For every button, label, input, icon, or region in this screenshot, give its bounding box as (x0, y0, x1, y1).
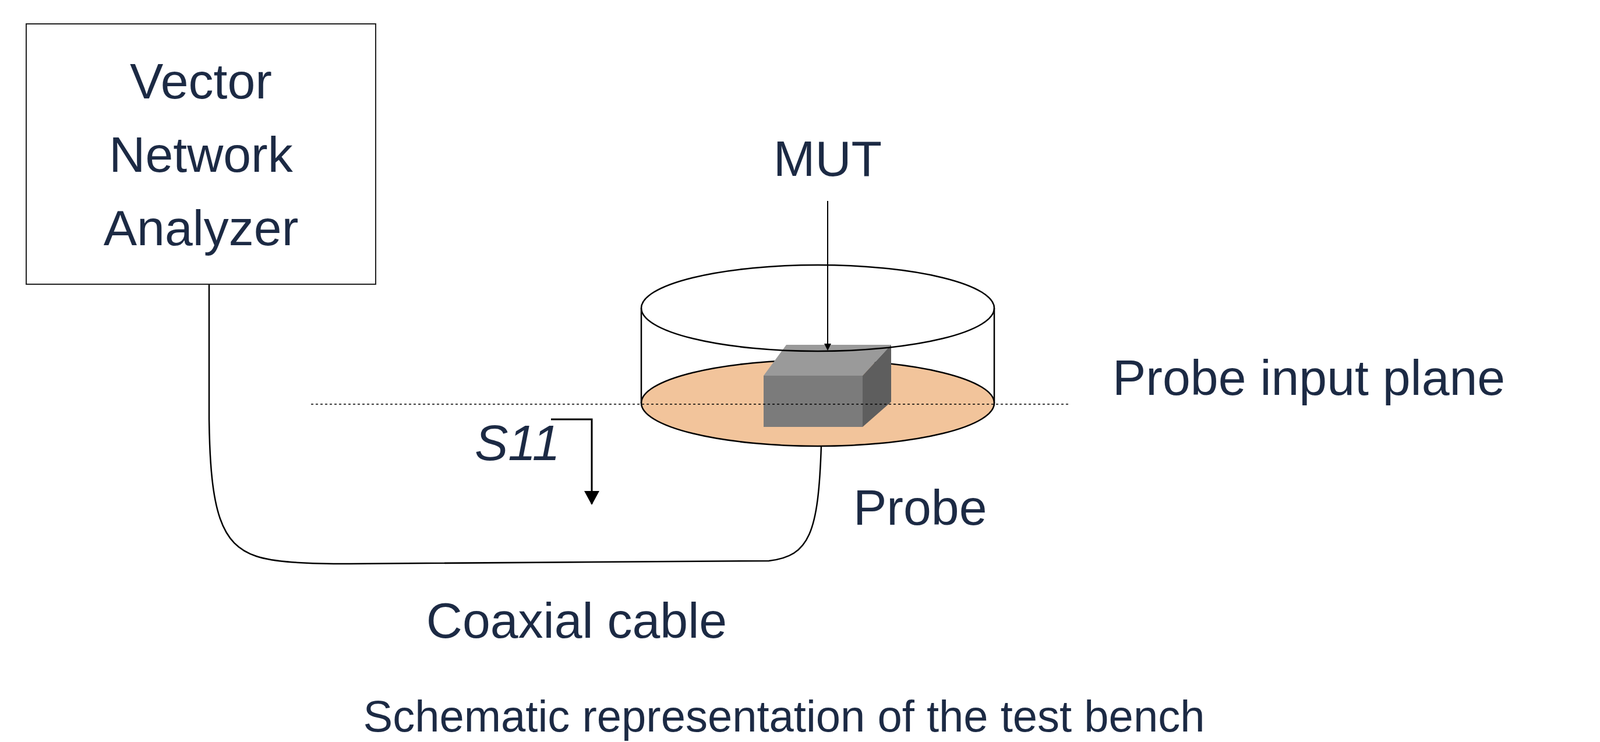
probe-label: Probe (853, 479, 988, 536)
cable-label: Coaxial cable (426, 592, 727, 649)
mut-arrow (827, 200, 829, 350)
plane-line (311, 403, 1069, 405)
figure-caption: Schematic representation of the test ben… (363, 691, 1206, 741)
instrument-name: Vector Network Analyzer (43, 44, 359, 265)
mut-side (862, 344, 892, 427)
s-parameter-label: S11 (474, 415, 561, 471)
instrument-box: Vector Network Analyzer (25, 23, 377, 285)
plane-label: Probe input plane (1112, 350, 1506, 406)
mut-label: MUT (773, 131, 882, 187)
dish-rim (641, 265, 995, 352)
mut-front (763, 375, 863, 427)
